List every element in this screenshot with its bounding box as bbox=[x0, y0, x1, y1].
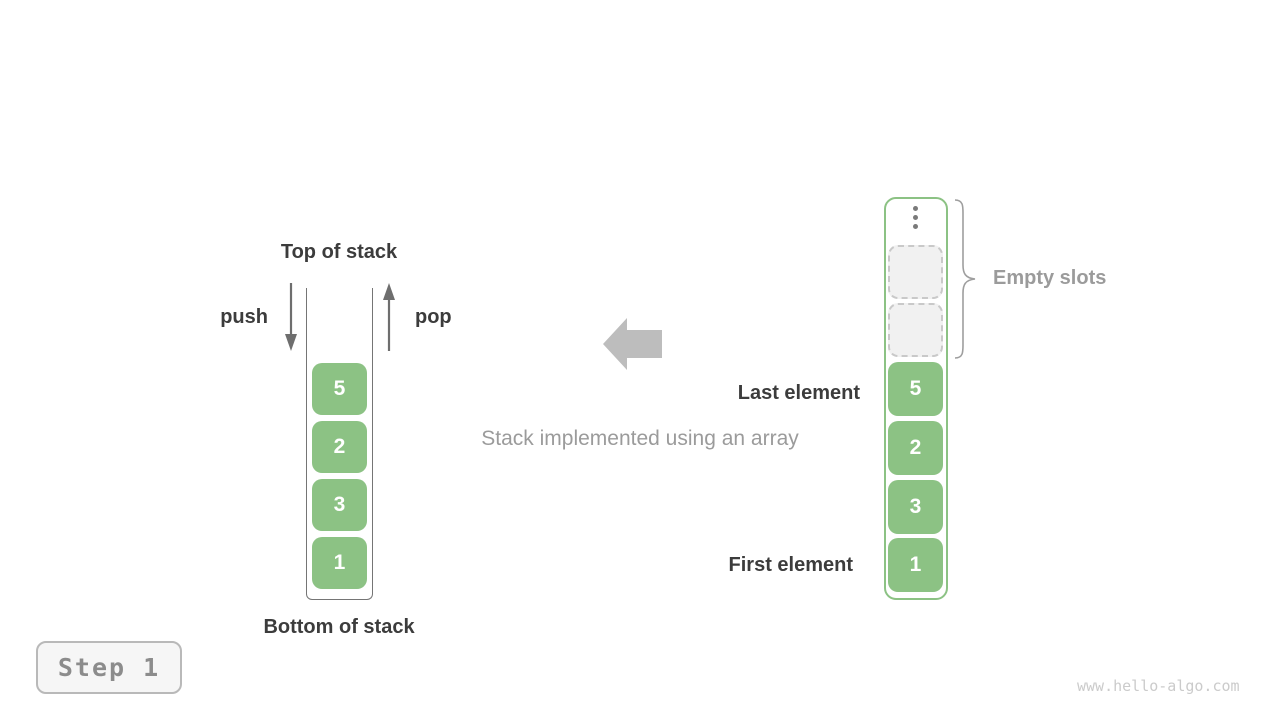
right-curly-brace-icon bbox=[954, 199, 976, 359]
empty-slots-label: Empty slots bbox=[993, 267, 1107, 289]
diagram-caption: Stack implemented using an array bbox=[481, 427, 799, 450]
empty-slot bbox=[888, 303, 943, 357]
pop-arrow-up-icon bbox=[383, 283, 395, 351]
bottom-of-stack-label: Bottom of stack bbox=[263, 616, 415, 638]
array-cell: 5 bbox=[888, 362, 943, 416]
stack-cell: 5 bbox=[312, 363, 367, 415]
push-label: push bbox=[220, 306, 268, 328]
vertical-ellipsis-icon bbox=[905, 206, 925, 229]
step-badge: Step 1 bbox=[36, 641, 182, 694]
block-arrow-left-icon bbox=[603, 318, 662, 370]
top-of-stack-label: Top of stack bbox=[280, 241, 398, 263]
last-element-label: Last element bbox=[737, 382, 860, 404]
stack-cell: 3 bbox=[312, 479, 367, 531]
array-cell: 3 bbox=[888, 480, 943, 534]
watermark: www.hello-algo.com bbox=[1077, 677, 1240, 695]
pop-label: pop bbox=[415, 306, 452, 328]
stack-cell: 1 bbox=[312, 537, 367, 589]
array-cell: 2 bbox=[888, 421, 943, 475]
stack-cell: 2 bbox=[312, 421, 367, 473]
push-arrow-down-icon bbox=[285, 283, 297, 351]
first-element-label: First element bbox=[728, 554, 853, 576]
array-cell: 1 bbox=[888, 538, 943, 592]
empty-slot bbox=[888, 245, 943, 299]
